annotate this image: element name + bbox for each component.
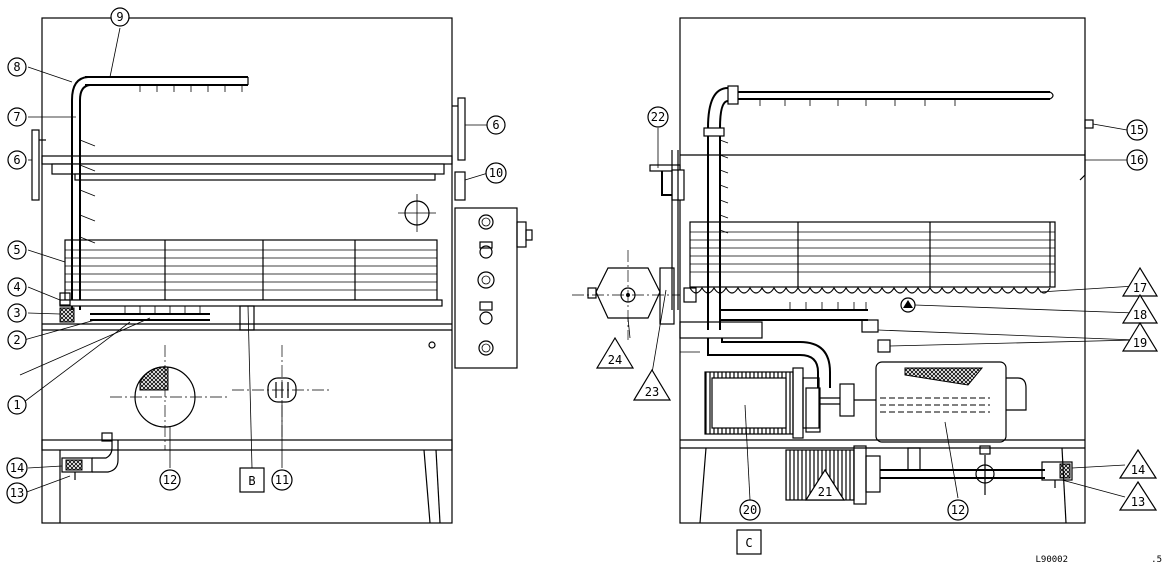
callout-4: 4 bbox=[7, 277, 27, 297]
riser-nozzles bbox=[79, 139, 96, 244]
svg-text:16: 16 bbox=[1130, 153, 1144, 167]
control-knobs bbox=[477, 214, 495, 356]
callout-16: 16 bbox=[1126, 149, 1148, 171]
side-view-c bbox=[572, 17, 1136, 524]
callout-22: 22 bbox=[647, 106, 669, 128]
svg-text:2: 2 bbox=[13, 333, 20, 347]
svg-text:22: 22 bbox=[651, 110, 665, 124]
front-view-b bbox=[19, 17, 533, 524]
svg-text:9: 9 bbox=[116, 10, 123, 24]
svg-text:C: C bbox=[745, 536, 752, 550]
callout-5: 5 bbox=[7, 240, 27, 260]
svg-text:B: B bbox=[248, 474, 255, 488]
callout-10: 10 bbox=[485, 162, 507, 184]
callout-21: 20 bbox=[739, 499, 761, 521]
svg-text:14: 14 bbox=[10, 461, 24, 475]
wash-basket bbox=[64, 239, 438, 301]
svg-text:6: 6 bbox=[13, 153, 20, 167]
callout-14-left: 14 bbox=[6, 457, 28, 479]
svg-text:24: 24 bbox=[608, 353, 622, 367]
callout-9: 9 bbox=[110, 7, 130, 27]
cabinet-outline-left bbox=[41, 17, 453, 524]
svg-text:14: 14 bbox=[1131, 463, 1145, 477]
callout-6-right: 6 bbox=[486, 115, 506, 135]
view-label-c: C bbox=[736, 529, 762, 555]
callout-23: 23 bbox=[632, 368, 672, 401]
svg-text:18: 18 bbox=[1133, 308, 1147, 322]
view-label-b: B bbox=[239, 467, 265, 493]
callout-15: 15 bbox=[1126, 119, 1148, 141]
callout-2: 2 bbox=[7, 330, 27, 350]
svg-text:12: 12 bbox=[163, 473, 177, 487]
callout-14-right: 14 bbox=[1118, 448, 1158, 479]
svg-text:15: 15 bbox=[1130, 123, 1144, 137]
callout-1: 1 bbox=[7, 395, 27, 415]
leaders-right bbox=[627, 123, 1136, 501]
svg-text:21: 21 bbox=[818, 485, 832, 499]
svg-text:4: 4 bbox=[13, 280, 20, 294]
svg-text:3: 3 bbox=[13, 306, 20, 320]
svg-text:12: 12 bbox=[951, 503, 965, 517]
svg-text:10: 10 bbox=[489, 166, 503, 180]
wash-basket-side bbox=[689, 221, 1056, 288]
callout-11: 11 bbox=[271, 469, 293, 491]
callout-3: 3 bbox=[7, 303, 27, 323]
callout-18: 18 bbox=[1121, 293, 1159, 324]
callout-24: 24 bbox=[595, 336, 635, 369]
svg-text:23: 23 bbox=[645, 385, 659, 399]
leaders-left bbox=[19, 27, 492, 494]
sheet-reference: .5 bbox=[1151, 555, 1162, 565]
callout-6-left: 6 bbox=[7, 150, 27, 170]
svg-text:20: 20 bbox=[743, 503, 757, 517]
svg-text:13: 13 bbox=[1131, 495, 1145, 509]
control-panel bbox=[454, 207, 518, 369]
callout-7: 7 bbox=[7, 107, 27, 127]
drawing-number: L90002 bbox=[1035, 555, 1068, 565]
svg-text:6: 6 bbox=[492, 118, 499, 132]
svg-text:5: 5 bbox=[13, 243, 20, 257]
callouts: 9 8 7 6 5 4 3 2 1 6 10 12 11 14 13 B C 2… bbox=[6, 7, 1159, 555]
svg-text:13: 13 bbox=[10, 486, 24, 500]
spray-nozzles-top bbox=[139, 85, 243, 92]
cabinet-outline-right bbox=[679, 17, 1086, 524]
filter-housing bbox=[875, 361, 1007, 443]
svg-text:19: 19 bbox=[1133, 336, 1147, 350]
svg-text:17: 17 bbox=[1133, 281, 1147, 295]
callout-19: 19 bbox=[1121, 321, 1159, 352]
svg-text:7: 7 bbox=[13, 110, 20, 124]
svg-text:11: 11 bbox=[275, 473, 289, 487]
svg-text:8: 8 bbox=[13, 60, 20, 74]
callout-20: 21 bbox=[804, 468, 846, 501]
callout-12-right: 12 bbox=[947, 499, 969, 521]
callout-13-right: 13 bbox=[1118, 480, 1158, 511]
callout-17: 17 bbox=[1121, 266, 1159, 297]
callout-8: 8 bbox=[7, 57, 27, 77]
svg-text:1: 1 bbox=[13, 398, 20, 412]
callout-13-left: 13 bbox=[6, 482, 28, 504]
callout-12-left: 12 bbox=[159, 469, 181, 491]
